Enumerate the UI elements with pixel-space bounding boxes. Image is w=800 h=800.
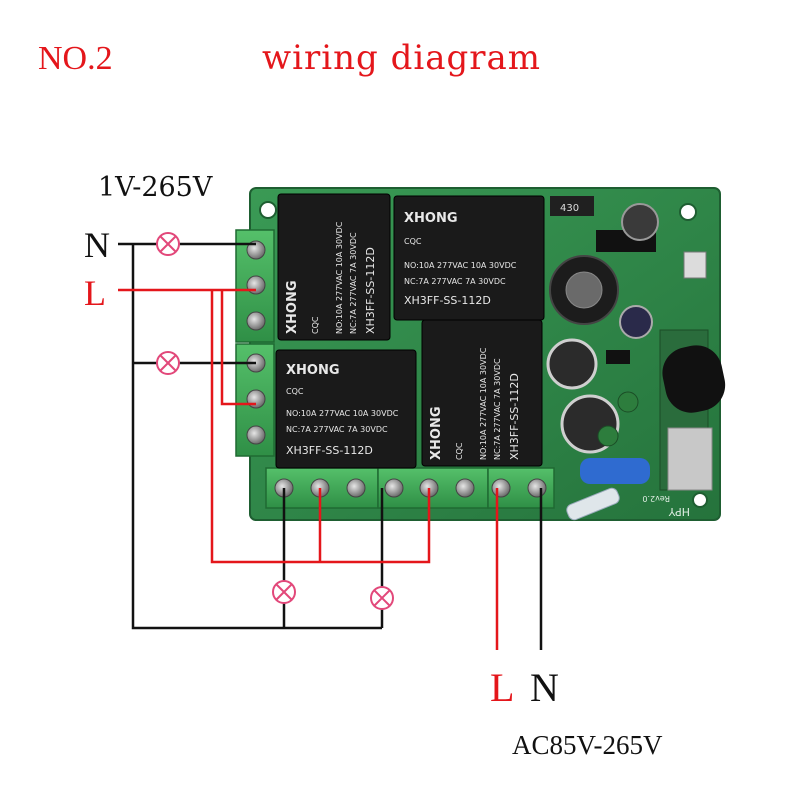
relay-model: XH3FF-SS-112D [286,444,373,457]
relay-4: XHONG CQC NO:10A 277VAC 10A 30VDC NC:7A … [421,319,543,467]
relay-rating-no: NO:10A 277VAC 10A 30VDC [335,221,344,334]
board-components: 430 HPY Rev2.0 [546,196,726,521]
relay-rating-nc: NC:7A 277VAC 7A 30VDC [404,277,506,286]
lamp-load-2 [156,351,180,375]
mount-hole [679,203,697,221]
neutral-wire-bus [131,244,382,630]
lamp-load-3 [272,580,296,604]
relay-brand: XHONG [404,211,458,226]
antenna-coil [662,345,726,413]
relay-rating-no: NO:10A 277VAC 10A 30VDC [479,347,488,460]
relay-cert: CQC [311,316,320,334]
diagram-title: wiring diagram [262,38,542,78]
supply-live-label: L [490,665,515,710]
relay-cert: CQC [404,237,422,246]
relay-rating-nc: NC:7A 277VAC 7A 30VDC [493,358,502,460]
bottom-terminal-block [265,467,555,509]
tact-button [683,251,707,279]
relay-model: XH3FF-SS-112D [404,294,491,307]
live-wire-ch2 [220,290,256,406]
relay-rating-no: NO:10A 277VAC 10A 30VDC [286,409,399,418]
mount-hole [692,492,708,508]
lamp-load-4 [370,586,394,610]
relay-model: XH3FF-SS-112D [508,373,521,460]
capacitor [621,203,659,241]
relay-brand: XHONG [286,363,340,378]
fuse [566,487,620,521]
live-input-label: L [84,273,106,313]
load-voltage-label: 1V-265V [98,172,213,203]
transistor [597,425,619,447]
crystal [667,427,713,491]
relay-2: XHONG CQC NO:10A 277VAC 10A 30VDC NC:7A … [393,195,545,321]
mount-hole [259,201,277,219]
relay-brand: XHONG [285,280,300,334]
supply-neutral-label: N [530,665,559,710]
silk-revision: Rev2.0 [642,494,670,503]
ic [606,350,630,364]
capacitor [619,305,653,339]
resistor-430 [550,196,594,216]
transistor [617,391,639,413]
relay-cert: CQC [286,387,304,396]
relay-rating-nc: NC:7A 277VAC 7A 30VDC [349,232,358,334]
relay-brand: XHONG [429,406,444,460]
resistor-code: 430 [560,203,579,214]
live-wires [118,288,499,650]
supply-voltage-label: AC85V-265V [512,730,663,760]
neutral-input-label: N [84,225,110,265]
relay-rating-nc: NC:7A 277VAC 7A 30VDC [286,425,388,434]
relay-model: XH3FF-SS-112D [364,247,377,334]
relay-1: XHONG CQC NO:10A 277VAC 10A 30VDC NC:7A … [277,193,391,341]
silk-brand: HPY [668,505,690,518]
relay-3: XHONG CQC NO:10A 277VAC 10A 30VDC NC:7A … [275,349,417,469]
relay-cert: CQC [455,442,464,460]
capacitor [546,338,598,390]
lamp-load-1 [156,232,180,256]
relay-rating-no: NO:10A 277VAC 10A 30VDC [404,261,517,270]
diagram-number: NO.2 [38,40,113,77]
x-capacitor [580,458,650,484]
